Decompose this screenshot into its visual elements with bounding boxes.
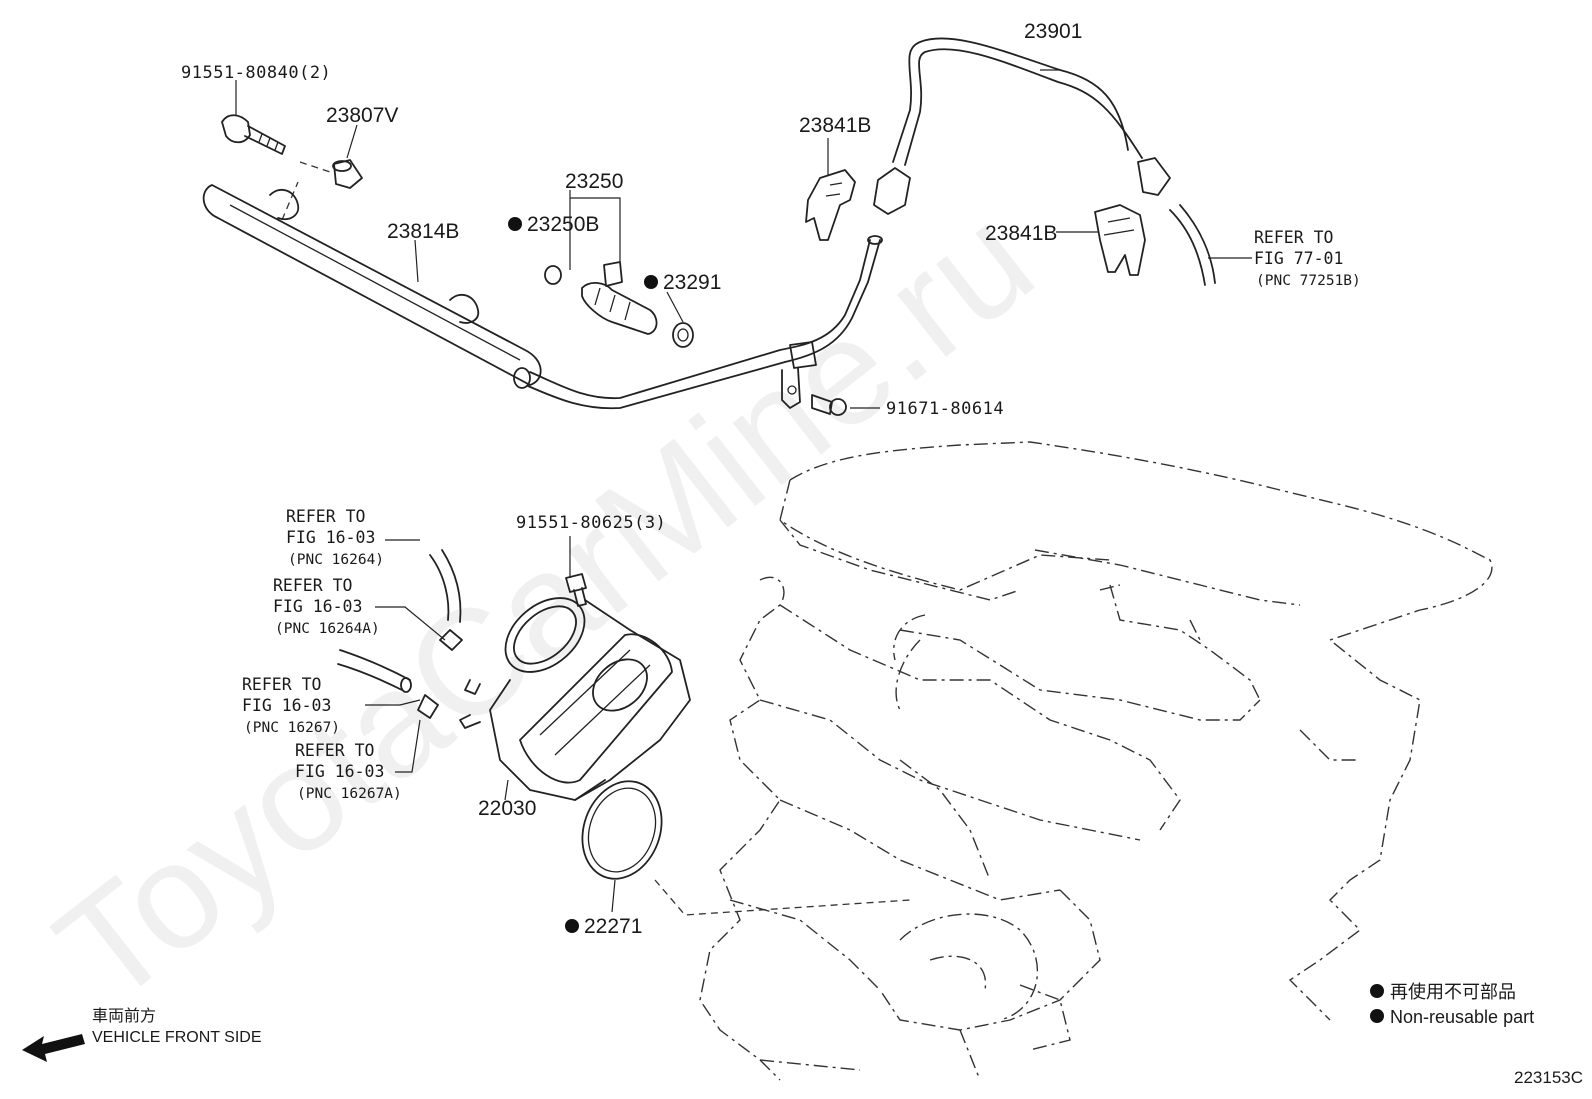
figure-id: 223153C <box>1514 1068 1583 1087</box>
legend: 再使用不可部品 Non-reusable part <box>1370 982 1534 1027</box>
refer-pnc-16264: REFER TO FIG 16-03 (PNC 16264) <box>286 507 384 568</box>
non-reusable-marker <box>644 275 658 289</box>
bolt-91671-80614 <box>811 394 847 416</box>
bolt-91551-80625 <box>565 573 587 607</box>
vehicle-front-indicator: 車両前方 VEHICLE FRONT SIDE <box>22 1007 262 1062</box>
direction-jp: 車両前方 <box>92 1007 156 1025</box>
fuel-hose-end <box>1169 204 1216 286</box>
refer-line: REFER TO <box>242 675 321 694</box>
fuel-hose-23901 <box>873 37 1171 215</box>
engine-outline <box>699 441 1493 1081</box>
fuel-tube <box>527 235 883 410</box>
non-reusable-marker <box>508 217 522 231</box>
callout-23807V: 23807V <box>326 104 398 127</box>
refer-line: FIG 16-03 <box>242 696 331 715</box>
refer-line: REFER TO <box>1254 228 1333 247</box>
refer-line: FIG 16-03 <box>286 528 375 547</box>
arrow-left-icon <box>22 1034 85 1062</box>
legend-jp: 再使用不可部品 <box>1390 982 1516 1002</box>
fuel-delivery-pipe <box>202 184 542 389</box>
non-reusable-marker <box>565 919 579 933</box>
refer-line: FIG 16-03 <box>273 597 362 616</box>
refer-pnc-16267: REFER TO FIG 16-03 (PNC 16267) <box>242 675 340 736</box>
direction-en: VEHICLE FRONT SIDE <box>92 1029 262 1046</box>
legend-marker <box>1370 984 1384 998</box>
refer-line: (PNC 16264A) <box>275 621 380 637</box>
callout-23291: 23291 <box>663 271 721 294</box>
refer-pnc-16264A: REFER TO FIG 16-03 (PNC 16264A) <box>273 576 380 637</box>
callout-23841B-upper: 23841B <box>799 114 871 137</box>
callout-22271: 22271 <box>584 915 642 938</box>
fuel-clip-upper <box>805 169 856 241</box>
callout-23841B-lower: 23841B <box>985 222 1057 245</box>
callout-91551-80840: 91551-80840(2) <box>181 63 331 83</box>
fuel-injector <box>581 261 658 335</box>
refer-line: (PNC 16267) <box>244 720 340 736</box>
refer-line: (PNC 77251B) <box>1256 273 1361 289</box>
insulator-23291 <box>672 322 694 348</box>
fuel-clip-lower <box>1094 204 1146 276</box>
legend-marker <box>1370 1009 1384 1023</box>
watermark: ToyotaCarMine.ru <box>26 174 1062 1035</box>
callout-91671-80614: 91671-80614 <box>886 399 1004 419</box>
leader-lines <box>235 69 1252 913</box>
callout-23814B: 23814B <box>387 220 459 243</box>
callout-23901: 23901 <box>1024 20 1082 43</box>
cap-alignment-line <box>299 161 331 173</box>
gasket-alignment-line <box>654 879 911 916</box>
callout-22030: 22030 <box>478 797 536 820</box>
refer-line: REFER TO <box>295 741 374 760</box>
refer-line: REFER TO <box>273 576 352 595</box>
water-hoses <box>337 549 463 719</box>
refer-line: (PNC 16267A) <box>297 786 402 802</box>
o-ring-23250B <box>544 265 562 285</box>
bolt-alignment-line <box>281 181 299 221</box>
refer-pnc-16267A: REFER TO FIG 16-03 (PNC 16267A) <box>295 741 402 802</box>
refer-line: (PNC 16264) <box>288 552 384 568</box>
refer-fig-77-01: REFER TO FIG 77-01 (PNC 77251B) <box>1254 228 1361 289</box>
callouts: 91551-80840(2) 23807V 23814B 23250 23250… <box>181 20 1082 938</box>
callout-23250B: 23250B <box>527 213 599 236</box>
gasket-22271 <box>581 780 663 880</box>
callout-23250: 23250 <box>565 170 623 193</box>
refer-line: FIG 16-03 <box>295 762 384 781</box>
bolt-91551-80840 <box>221 114 286 155</box>
cap-23807V <box>332 159 363 189</box>
legend-en: Non-reusable part <box>1390 1007 1534 1027</box>
refer-line: REFER TO <box>286 507 365 526</box>
refer-line: FIG 77-01 <box>1254 249 1343 268</box>
callout-91551-80625: 91551-80625(3) <box>516 513 666 533</box>
